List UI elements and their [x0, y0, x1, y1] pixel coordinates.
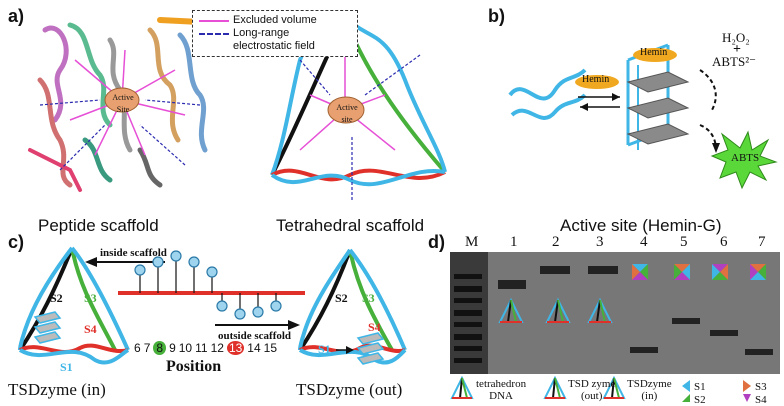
tetra-electrostatic-arrows	[299, 54, 421, 200]
inside-scaffold-label: inside scaffold	[100, 247, 167, 259]
tsd-in-tetrahedron	[18, 246, 130, 365]
position-9: 9	[169, 341, 176, 355]
hemin-right-label: Hemin	[640, 47, 668, 58]
legend-tetra-label: tetrahedron DNA	[476, 378, 527, 402]
panel-a-label: a)	[8, 6, 25, 26]
lane-2: 2	[552, 234, 560, 250]
position-13: 13	[226, 341, 245, 355]
tetrahedral-caption: Tetrahedral scaffold	[276, 216, 425, 235]
legend-tsd-in-label: TSDzyme (in)	[627, 378, 672, 402]
hemin-left-label: Hemin	[582, 74, 610, 85]
plus-label: +	[733, 42, 741, 57]
legend-excluded: Excluded volume	[233, 14, 317, 26]
legend-s2-icon	[682, 394, 690, 402]
lane-6-strand-icon	[712, 264, 728, 280]
panel-d-label: d)	[428, 232, 445, 252]
tetra-active-site	[327, 96, 365, 124]
legend-s3-icon	[743, 380, 751, 392]
panel-c-label: c)	[8, 232, 25, 252]
tsd-in-g4	[33, 311, 62, 344]
hemin-beads	[134, 250, 282, 320]
tsd-out-s3: S3	[362, 291, 375, 305]
blue-dash-arrow-icon	[199, 33, 229, 35]
panel-b-caption: Active site (Hemin-G)	[560, 216, 722, 235]
lane-5-strand-icon	[674, 264, 690, 280]
position-15: 15	[263, 341, 278, 355]
legend-tetra-icon	[450, 375, 474, 399]
lane-6: 6	[720, 234, 728, 250]
tsd-in-s1: S1	[60, 360, 73, 374]
lane-3: 3	[596, 234, 604, 250]
position-numbers: 6 7 8 9 10 11 12 13 14 15	[134, 341, 277, 355]
panel-a-legend: Excluded volume Long-range electrostatic…	[192, 10, 358, 57]
lane-4: 4	[640, 234, 648, 250]
peptide-active-site	[104, 87, 140, 113]
g-quadruplex	[626, 43, 690, 150]
tsd-in-s2: S2	[50, 291, 63, 305]
abts-top-label: ABTS²⁻	[712, 54, 756, 69]
lane-4-strand-icon	[632, 264, 648, 280]
pink-arrow-icon	[199, 19, 229, 22]
hemin-left-shape	[575, 75, 619, 89]
tsd-out-s4: S4	[368, 320, 381, 334]
tsd-in-s3: S3	[84, 291, 97, 305]
abts-star-label: ABTS	[731, 152, 760, 164]
tsd-out-caption: TSDzyme (out)	[296, 380, 403, 399]
tsd-out-s2: S2	[335, 291, 348, 305]
tetra-active-site-label: Active site	[336, 103, 358, 124]
tsd-out-s1: S1	[318, 342, 331, 356]
legend-tsd-out-icon	[543, 375, 567, 399]
legend-tsd-out-label: TSD zyme (out)	[568, 378, 616, 402]
peptide-electrostatic-arrows	[39, 99, 201, 171]
position-6: 6	[134, 341, 141, 355]
position-7: 7	[143, 341, 151, 355]
legend-tsd-in-icon	[602, 375, 626, 399]
legend-s4-label: S4	[755, 394, 767, 406]
legend-longrange-1: Long-range	[233, 27, 290, 39]
position-11: 11	[195, 341, 208, 355]
legend-s3-label: S3	[755, 381, 767, 393]
position-8: 8	[153, 341, 167, 355]
position-12: 12	[210, 341, 224, 355]
legend-s2-label: S2	[694, 394, 706, 406]
position-10: 10	[178, 341, 193, 355]
lane-1: 1	[510, 234, 518, 250]
peptide-active-site-label: Active Site	[112, 93, 134, 114]
legend-longrange-2: electrostatic field	[233, 40, 315, 52]
lane-m: M	[465, 234, 479, 250]
lane-5: 5	[680, 234, 688, 250]
legend-s1-label: S1	[694, 381, 706, 393]
peptide-caption: Peptide scaffold	[38, 216, 159, 235]
abts-star	[710, 130, 778, 190]
legend-s1-icon	[682, 380, 690, 392]
gel-bands	[454, 266, 773, 363]
panel-b-label: b)	[488, 6, 505, 26]
outside-scaffold-label: outside scaffold	[218, 330, 292, 342]
position-label: Position	[166, 358, 222, 375]
position-14: 14	[247, 341, 261, 355]
tsd-in-caption: TSDzyme (in)	[8, 380, 106, 399]
lane-7-strand-icon	[750, 264, 766, 280]
lane-7: 7	[758, 234, 766, 250]
tsd-out-g4	[356, 332, 385, 365]
legend-s4-icon	[743, 394, 751, 402]
h2o2-label: H₂O₂	[722, 30, 750, 45]
lane-1-tetra-icon	[498, 297, 524, 323]
lane-2-tetra-icon	[545, 297, 571, 323]
tsd-in-s4: S4	[84, 322, 97, 336]
lane-3-tetra-icon	[587, 297, 613, 323]
